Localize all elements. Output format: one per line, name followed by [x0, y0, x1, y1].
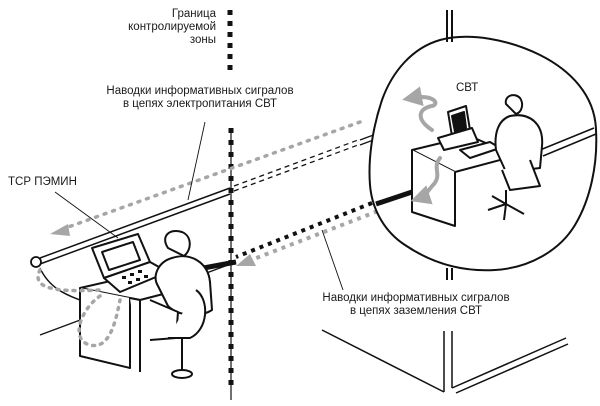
zone-boundary-label-line-3: зоны [189, 34, 216, 46]
room-corner [321, 329, 569, 394]
power-leak-label-line-1: Наводки информативных сигралов [106, 85, 294, 97]
interceptor-coupling-signal [36, 268, 122, 348]
ground-leak-label-line-1: Наводки информативных сигралов [322, 292, 510, 304]
power-line [30, 119, 410, 268]
power-leak-leader [187, 121, 206, 201]
zone-boundary-label-line-2: контролируемой [128, 21, 216, 33]
power-leak-label-line-2: в цепях электропитания СВТ [122, 98, 278, 110]
interceptor-workstation [39, 230, 213, 379]
ground-leak-leader [321, 229, 344, 291]
zone-boundary-line [227, 10, 234, 400]
interceptor-leader [54, 191, 119, 239]
computer-emission-arrows [402, 86, 442, 205]
power-leak-label: Наводки информативных сигралов в цепях э… [100, 85, 300, 111]
interceptor-label: ТСР ПЭМИН [8, 176, 77, 188]
zone-boundary-label-line-1: Граница [171, 8, 216, 20]
ground-leak-label-line-2: в цепях заземления СВТ [349, 305, 483, 317]
zone-boundary-label: Граница контролируемой зоны [128, 8, 216, 47]
power-leak-signal [50, 120, 362, 236]
ground-leak-label: Наводки информативных сигралов в цепях з… [316, 292, 516, 318]
computer-label: СВТ [456, 82, 479, 94]
